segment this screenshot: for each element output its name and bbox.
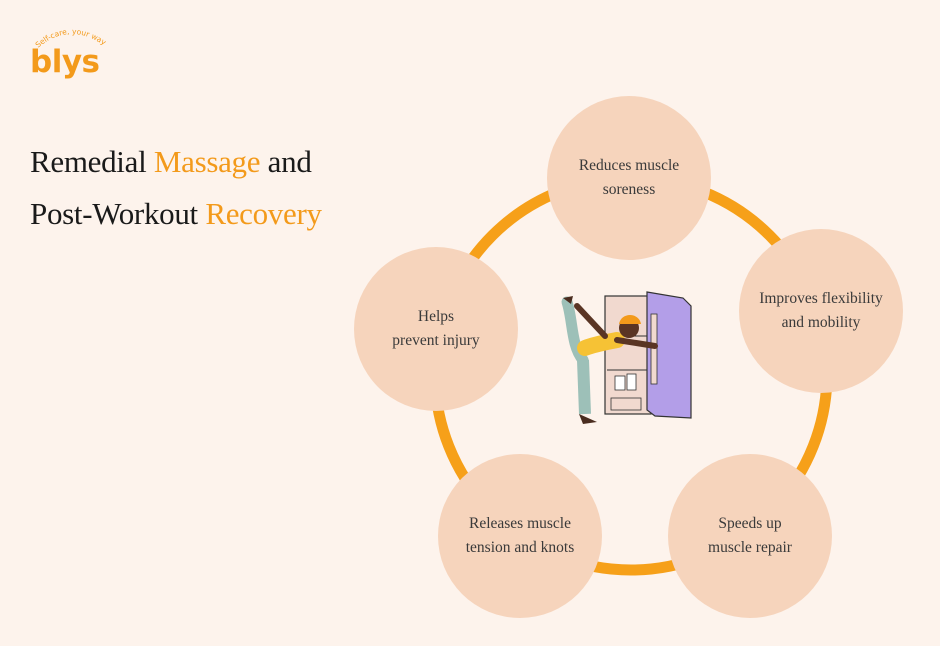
- title-line-2: Post-Workout Recovery: [30, 196, 322, 231]
- woman-fridge-illustration: [561, 291, 692, 424]
- title-accent-recovery: Recovery: [205, 196, 322, 231]
- brand-logo[interactable]: Self-care, your way. blys: [30, 22, 110, 84]
- tagline-arc: Self-care, your way.: [30, 22, 108, 49]
- page-title: Remedial Massage and Post-Workout Recove…: [30, 136, 322, 240]
- brand-name: blys: [30, 44, 100, 80]
- title-accent-massage: Massage: [153, 144, 261, 179]
- title-line-1: Remedial Massage and: [30, 144, 312, 179]
